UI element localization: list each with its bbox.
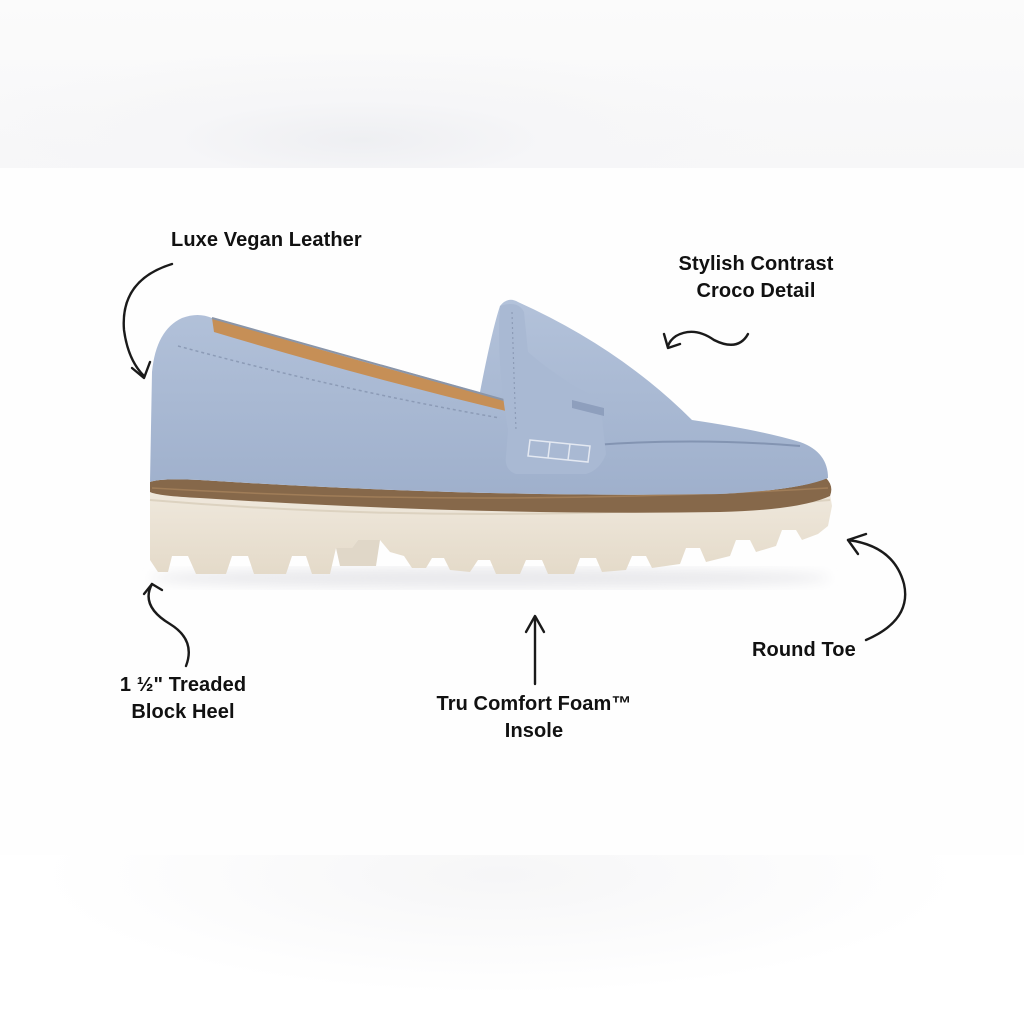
callout-round-toe: Round Toe [752,637,856,664]
arrowhead-comfort-insole [524,614,546,634]
callout-text-line-1: Stylish Contrast [678,253,834,275]
welt-strip [150,478,832,513]
arrowhead-round-toe [846,532,868,556]
callout-text-line-2: Block Heel [131,701,235,723]
arrow-croco-detail [666,330,750,348]
callout-text-line-1: 1 ½" Treaded [119,674,247,696]
moc-stitching [527,439,591,463]
callout-luxe-vegan-leather: Luxe Vegan Leather [171,227,362,254]
callout-croco-detail: Stylish Contrast Croco Detail [668,251,844,305]
callout-comfort-insole: Tru Comfort Foam™ Insole [420,691,648,745]
background-top-band [0,0,1024,168]
arrowhead-croco-detail [662,332,682,350]
callout-text: Round Toe [752,639,856,661]
callout-text-line-1: Tru Comfort Foam™ [436,693,632,715]
callout-block-heel: 1 ½" Treaded Block Heel [108,672,258,726]
arrowhead-luxe-vegan-leather [130,360,152,380]
loafer-upper [150,299,828,495]
callout-text-line-2: Insole [504,720,564,742]
callout-text: Luxe Vegan Leather [171,229,362,251]
arrowhead-block-heel [142,582,164,596]
callout-text-line-2: Croco Detail [696,280,816,302]
arrow-luxe-vegan-leather [122,262,174,378]
arrow-block-heel [147,582,190,668]
arrow-round-toe [846,538,907,642]
background-bottom-band [0,855,1024,1024]
ground-shadow [150,568,830,588]
